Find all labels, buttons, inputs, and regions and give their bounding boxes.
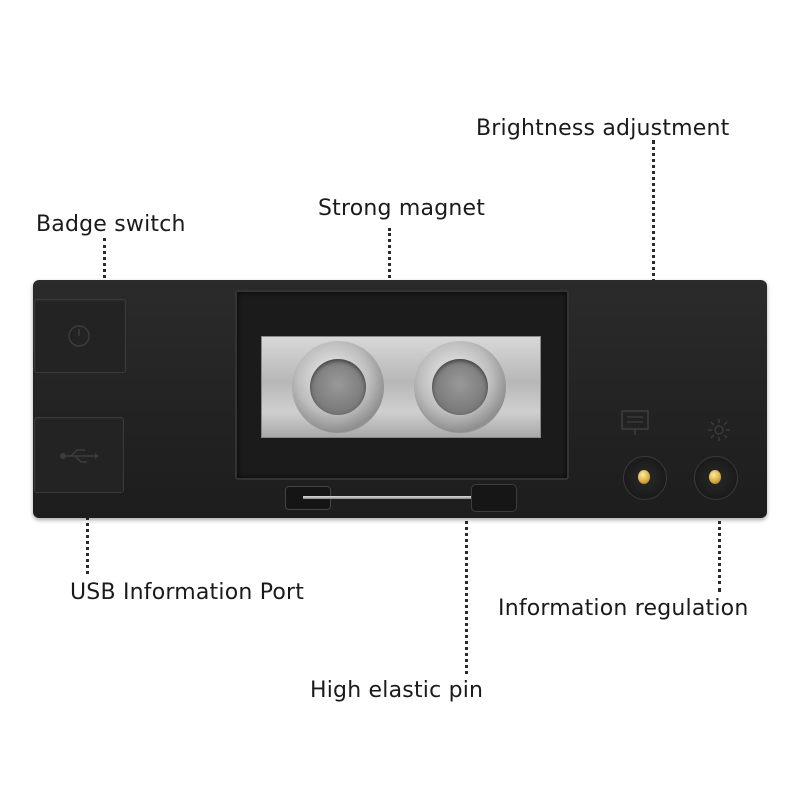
magnet-disc-right <box>414 341 506 433</box>
badge-device <box>33 280 767 518</box>
brightness-adjustment-label: Brightness adjustment <box>476 116 730 141</box>
strong-magnet-plate <box>261 336 541 438</box>
magnet-disc-left <box>292 341 384 433</box>
power-icon <box>68 325 90 347</box>
brightness-contact[interactable] <box>623 456 667 500</box>
information-regulation-label: Information regulation <box>498 596 749 621</box>
sun-icon <box>708 419 730 441</box>
badge-switch-button[interactable] <box>34 299 126 373</box>
usb-port-cover[interactable] <box>34 417 124 493</box>
strong-magnet-label: Strong magnet <box>318 196 486 221</box>
information-regulation-contact[interactable] <box>694 456 738 500</box>
usb-port-label: USB Information Port <box>70 580 305 605</box>
elastic-pin-leader <box>465 510 468 674</box>
elastic-pin-label: High elastic pin <box>310 678 484 703</box>
badge-switch-label: Badge switch <box>36 212 186 237</box>
display-icon <box>621 410 649 435</box>
magnet-recess <box>235 290 569 480</box>
usb-icon <box>60 449 99 463</box>
information-regulation-leader <box>718 490 721 592</box>
elastic-pin[interactable] <box>285 484 517 512</box>
usb-port-leader <box>86 470 89 574</box>
